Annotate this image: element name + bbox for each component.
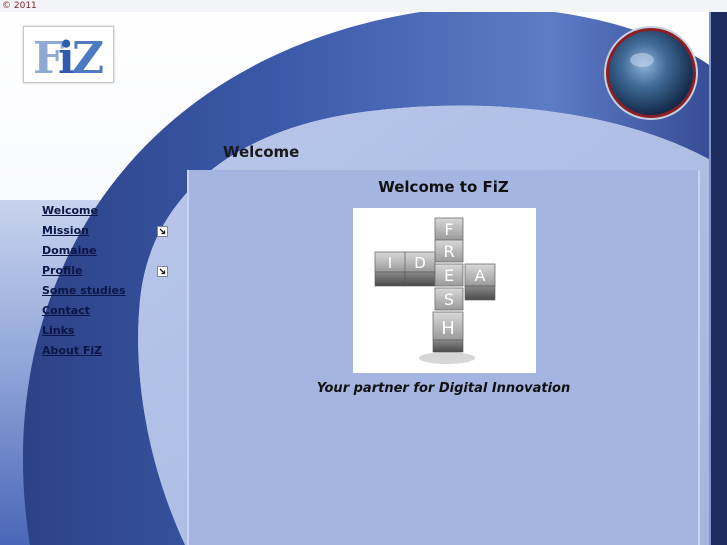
copyright-text: © 2011 xyxy=(2,1,37,11)
sidebar-item-contact[interactable]: Contact xyxy=(42,303,172,323)
hero-image: F R S H xyxy=(353,208,536,373)
sidebar-item-links[interactable]: Links xyxy=(42,323,172,343)
sidebar-item-profile[interactable]: Profile xyxy=(42,263,172,283)
sidebar-item-domaine[interactable]: Domaine xyxy=(42,243,172,263)
svg-text:I: I xyxy=(388,254,392,272)
svg-text:D: D xyxy=(414,254,426,272)
orb-icon xyxy=(604,26,698,120)
content-panel: Welcome to FiZ xyxy=(187,170,700,545)
fresh-cubes: F R S H xyxy=(432,217,464,353)
sidebar-item-label[interactable]: Profile xyxy=(42,264,83,277)
page-title: Welcome xyxy=(223,143,300,161)
svg-text:R: R xyxy=(443,242,454,261)
sidebar-item-label[interactable]: Some studies xyxy=(42,284,126,297)
content-title: Welcome to FiZ xyxy=(378,178,509,196)
tagline: Your partner for Digital Innovation xyxy=(316,381,571,396)
sidebar-item-label[interactable]: Links xyxy=(42,324,75,337)
svg-text:E: E xyxy=(444,266,454,285)
svg-text:H: H xyxy=(441,318,455,339)
sidebar-item-label[interactable]: Mission xyxy=(42,224,89,237)
sidebar-item-some-studies[interactable]: Some studies xyxy=(42,283,172,303)
fiz-logo-icon: F i Z xyxy=(24,27,113,82)
svg-text:F: F xyxy=(444,220,453,239)
svg-text:i: i xyxy=(58,33,75,82)
sidebar-item-label[interactable]: Domaine xyxy=(42,244,97,257)
sidebar-item-about-fiz[interactable]: About FiZ xyxy=(42,343,172,363)
sidebar-item-welcome[interactable]: Welcome xyxy=(42,203,172,223)
submenu-arrow-icon[interactable] xyxy=(157,226,168,237)
svg-text:Z: Z xyxy=(72,33,104,82)
sidebar-item-mission[interactable]: Mission xyxy=(42,223,172,243)
sidebar-item-label[interactable]: Welcome xyxy=(42,204,98,217)
svg-text:A: A xyxy=(475,266,486,285)
sidebar-item-label[interactable]: About FiZ xyxy=(42,344,103,357)
svg-text:F: F xyxy=(33,33,64,82)
svg-text:S: S xyxy=(444,290,454,309)
idea-cubes: I D E A xyxy=(374,251,496,301)
fiz-logo[interactable]: F i Z xyxy=(23,26,114,83)
submenu-arrow-icon[interactable] xyxy=(157,266,168,277)
sidebar-nav: Welcome Mission Domaine Profile Some stu… xyxy=(42,203,172,363)
idea-fresh-cubes-image: F R S H xyxy=(353,208,536,373)
sidebar-item-label[interactable]: Contact xyxy=(42,304,90,317)
